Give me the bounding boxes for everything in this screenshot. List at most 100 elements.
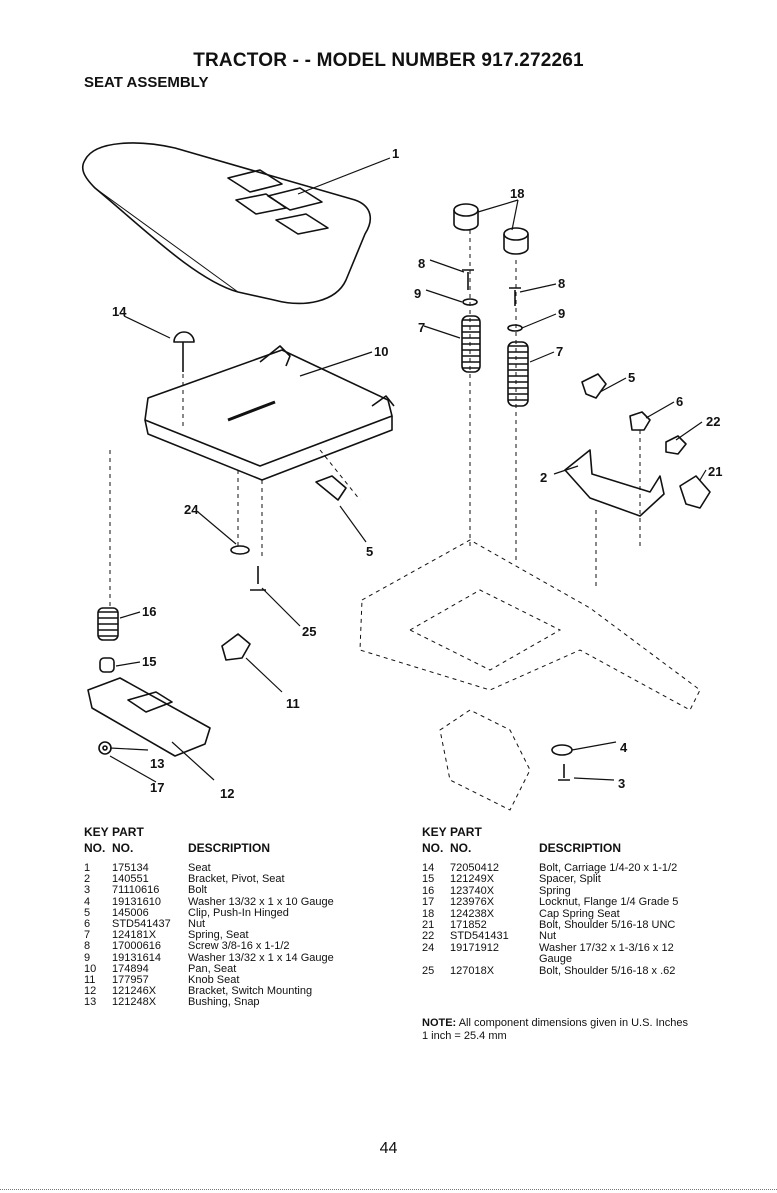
header-part-no: NO.: [450, 841, 472, 855]
part-description: Bolt: [188, 884, 207, 897]
spring-right-shape: [507, 341, 529, 407]
part-number: 124181X: [112, 929, 157, 942]
part-description: Pan, Seat: [188, 962, 237, 975]
callout-3: 3: [618, 776, 625, 791]
table-row: 16 123740X Spring: [422, 884, 762, 897]
part-number: STD541431: [450, 930, 509, 943]
part-description: Washer 13/32 x 1 x 14 Gauge: [188, 951, 334, 964]
header-part: PART: [450, 825, 482, 839]
part-number: 174894: [112, 962, 149, 975]
part-number: 19131610: [112, 895, 161, 908]
key-number: 7: [84, 929, 91, 942]
part-description: Spring: [539, 884, 571, 897]
part-number: 121246X: [112, 985, 157, 998]
key-number: 10: [84, 962, 97, 975]
key-number: 8: [84, 940, 91, 953]
part-number: 124238X: [450, 907, 495, 920]
part-number: 121248X: [112, 996, 157, 1009]
pivot-bracket-shape: [564, 449, 665, 517]
part-description: Spring, Seat: [188, 929, 249, 942]
part-description: Gauge: [539, 953, 573, 966]
key-number: 11: [84, 973, 96, 986]
note-text: All component dimensions given in U.S. I…: [458, 1017, 688, 1029]
callout-16: 16: [142, 604, 156, 619]
callout-21: 21: [708, 464, 722, 479]
part-number: 121249X: [450, 873, 495, 886]
key-number: 24: [422, 941, 435, 954]
part-description: Washer 13/32 x 1 x 10 Gauge: [188, 895, 334, 908]
page-title: TRACTOR - - MODEL NUMBER 917.272261: [193, 50, 584, 71]
key-number: 17: [422, 896, 435, 909]
callout-1: 1: [392, 146, 399, 161]
header-no: NO.: [422, 841, 444, 855]
key-number: 15: [422, 873, 435, 886]
key-number: 1: [84, 862, 91, 874]
table-row: 8 17000616 Screw 3/8-16 x 1-1/2: [84, 941, 384, 952]
part-number: 123976X: [450, 896, 495, 909]
exploded-parts-diagram: 1 18 8 9 7 8 9 7 5 6 22 21 2 14 10 24 5 …: [81, 142, 722, 811]
callout-14: 14: [112, 304, 127, 319]
part-description: Nut: [188, 917, 206, 930]
key-number: 9: [84, 951, 91, 964]
callout-6: 6: [676, 394, 683, 409]
callout-15: 15: [142, 654, 156, 669]
header-key: KEY: [422, 825, 447, 839]
callout-24: 24: [184, 502, 199, 517]
part-description: Bracket, Switch Mounting: [188, 985, 313, 998]
callout-8a: 8: [418, 256, 425, 271]
callout-5b: 5: [366, 544, 373, 559]
seat-shape: [81, 142, 372, 305]
table-row: Gauge: [422, 954, 762, 965]
part-number: 19131614: [112, 951, 161, 964]
key-number: 16: [422, 884, 435, 897]
table-row: 11 177957 Knob Seat: [84, 973, 384, 986]
header-description: DESCRIPTION: [188, 841, 271, 855]
table-row: 3 71110616 Bolt: [84, 885, 384, 896]
callout-2: 2: [540, 470, 547, 485]
key-number: 22: [422, 930, 435, 943]
part-number: 123740X: [450, 884, 495, 897]
part-description: Bushing, Snap: [188, 996, 260, 1009]
key-number: 25: [422, 964, 435, 977]
table-header-row: KEY PART: [422, 825, 762, 843]
part-number: 72050412: [450, 862, 499, 874]
callout-5a: 5: [628, 370, 635, 385]
part-number: 71110616: [112, 884, 160, 897]
header-part: PART: [112, 825, 144, 839]
part-number: 17000616: [112, 940, 161, 953]
key-number: 3: [84, 884, 91, 897]
table-header-row: NO. NO. DESCRIPTION: [422, 841, 762, 863]
part-number: 140551: [112, 873, 149, 886]
callout-18: 18: [510, 186, 524, 201]
table-row: 10 174894 Pan, Seat: [84, 962, 384, 975]
key-number: 2: [84, 873, 91, 886]
header-description: DESCRIPTION: [539, 841, 622, 855]
callout-11: 11: [286, 696, 300, 711]
dimension-note: NOTE: All component dimensions given in …: [422, 1017, 688, 1043]
callout-9a: 9: [414, 286, 421, 301]
key-number: 5: [84, 906, 91, 919]
table-header-row: NO. NO. DESCRIPTION: [84, 841, 384, 863]
part-description: Clip, Push-In Hinged: [188, 906, 289, 919]
part-description: Seat: [188, 862, 211, 874]
part-description: Bolt, Carriage 1/4-20 x 1-1/2: [539, 862, 678, 874]
part-description: Screw 3/8-16 x 1-1/2: [188, 940, 290, 953]
part-number: 19171912: [450, 941, 499, 954]
part-description: Knob Seat: [188, 973, 240, 986]
part-number: STD541437: [112, 917, 171, 930]
callout-7b: 7: [556, 344, 563, 359]
bottom-rule: [0, 1189, 777, 1190]
note-conversion: 1 inch = 25.4 mm: [422, 1030, 507, 1042]
header-part-no: NO.: [112, 841, 134, 855]
header-no: NO.: [84, 841, 106, 855]
table-header-row: KEY PART: [84, 825, 384, 843]
note-label: NOTE:: [422, 1017, 457, 1029]
part-number: 177957: [112, 973, 149, 986]
